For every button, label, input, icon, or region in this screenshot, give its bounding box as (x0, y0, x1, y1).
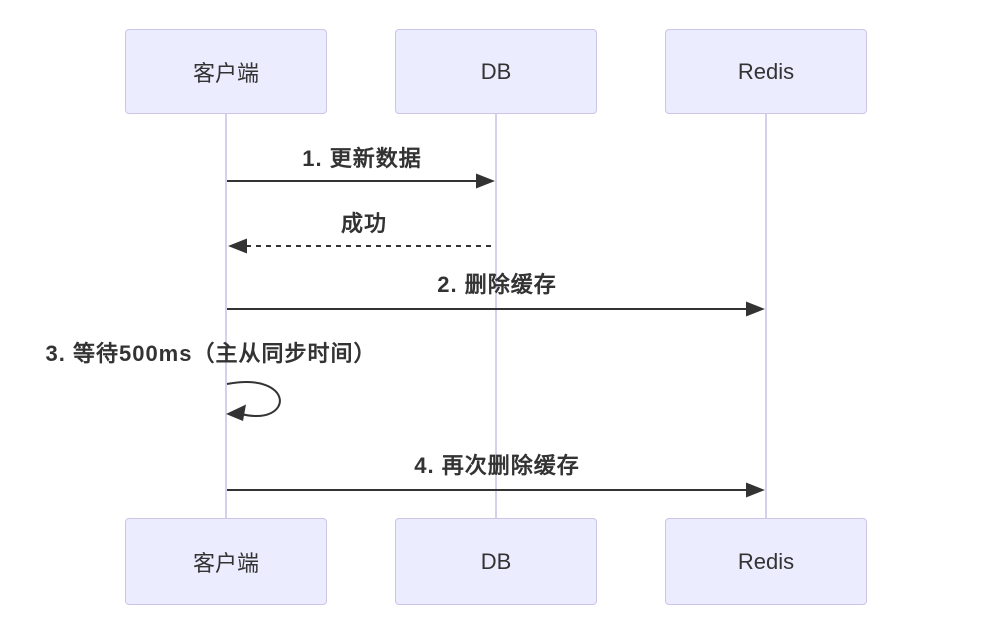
actor-client-bottom-label: 客户端 (192, 550, 259, 576)
message-return-arrowhead (228, 238, 247, 254)
actor-client-top-label: 客户端 (192, 60, 259, 86)
actor-db-top-label: DB (480, 58, 512, 84)
message-2-arrowhead (746, 301, 765, 317)
message-self-loop-arrowhead (226, 404, 246, 421)
actor-client-top: 客户端 (125, 29, 327, 114)
message-4-arrowhead (746, 482, 765, 498)
message-return-label: 成功 (340, 211, 388, 236)
message-self-loop-curve (226, 381, 281, 417)
actor-redis-bottom-label: Redis (737, 548, 795, 574)
message-2-label: 2. 删除缓存 (437, 272, 557, 297)
message-1-arrowhead (476, 173, 495, 189)
actor-db-bottom-label: DB (480, 548, 512, 574)
actor-client-bottom: 客户端 (125, 518, 327, 605)
actor-db-top: DB (395, 29, 597, 114)
message-self-loop-label: 3. 等待500ms（主从同步时间） (45, 341, 377, 366)
actor-redis-top: Redis (665, 29, 867, 114)
actor-redis-bottom: Redis (665, 518, 867, 605)
message-4-label: 4. 再次删除缓存 (414, 453, 580, 478)
actor-redis-top-label: Redis (737, 58, 795, 84)
message-1-label: 1. 更新数据 (302, 146, 422, 171)
actor-db-bottom: DB (395, 518, 597, 605)
